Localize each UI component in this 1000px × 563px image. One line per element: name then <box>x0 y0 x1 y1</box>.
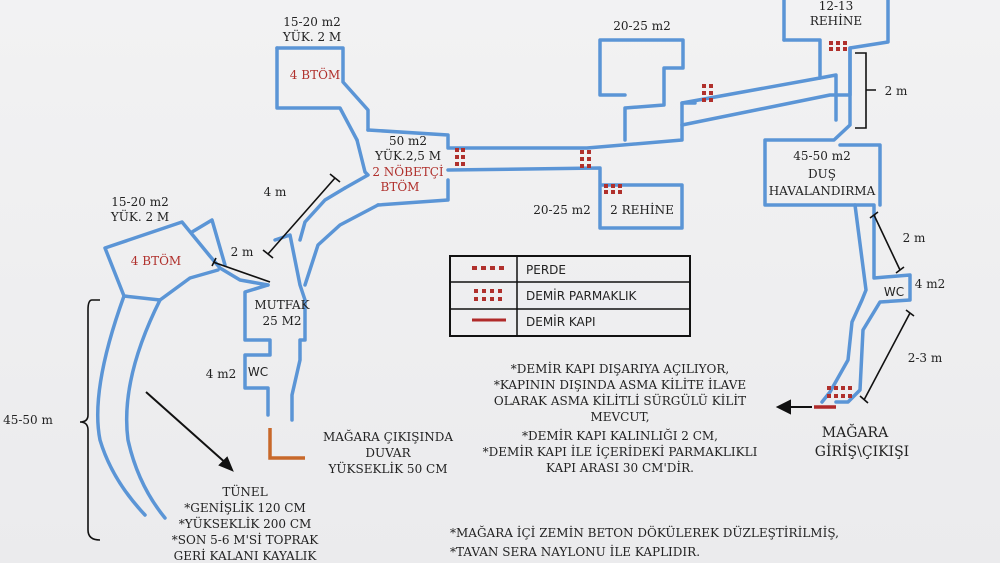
exit-wall-line-3: YÜKSEKLİK 50 CM <box>328 460 448 476</box>
room-nobetci-wall-3 <box>376 178 450 207</box>
rehine-mid-name: 2 REHİNE <box>610 202 674 217</box>
dim-2m-top-right: 2 m <box>885 84 908 98</box>
btom-left-name: 4 BTÖM <box>131 252 181 268</box>
dim-2-3m: 2-3 m <box>908 351 943 365</box>
corridor-left-cut <box>190 218 227 267</box>
labels: 15-20 m2 YÜK. 2 M 4 BTÖM 50 m2 YÜK.2,5 M… <box>3 0 945 427</box>
btom-top-size: 15-20 m2 <box>283 15 340 29</box>
legend-parmaklik-label: DEMİR PARMAKLIK <box>526 288 638 303</box>
dim-2-3m-line <box>859 309 915 404</box>
nobetci-name-1: 2 NÖBETÇİ <box>372 163 444 179</box>
corridor-lower-wall <box>446 166 684 230</box>
tunnel-arrow <box>145 391 229 466</box>
marker-nobetci <box>455 148 465 166</box>
rehine-mid-size: 20-25 m2 <box>533 203 590 217</box>
tunnel-line-2: *GENİŞLİK 120 CM <box>184 500 305 515</box>
legend-parmaklik-swatch <box>474 289 502 301</box>
mutfak-name: MUTFAK <box>254 298 310 312</box>
dim-2m-left: 2 m <box>231 245 254 259</box>
arrows <box>145 391 812 472</box>
tunnel-top <box>122 268 220 302</box>
wc-left-size: 4 m2 <box>206 367 236 381</box>
rehine-top-size: 12-13 <box>819 0 854 13</box>
perde-markers <box>455 41 852 398</box>
corridor-upper-room <box>598 38 685 142</box>
btom-top-name: 4 BTÖM <box>290 66 340 82</box>
floor-note-1: *MAĞARA İÇİ ZEMİN BETON DÖKÜLEREK DÜZLEŞ… <box>450 524 839 540</box>
exit-wall-line-1: MAĞARA ÇIKIŞINDA <box>323 428 453 444</box>
dus-name-2: HAVALANDIRMA <box>769 184 876 198</box>
dus-size: 45-50 m2 <box>793 149 850 163</box>
legend-kapi-label: DEMİR KAPI <box>526 314 596 329</box>
legend: PERDE DEMİR PARMAKLIK DEMİR KAPI <box>449 255 691 337</box>
dim-2m-left-line <box>211 257 271 283</box>
corridor-descend-2 <box>818 73 882 404</box>
legend-perde-swatch <box>472 266 504 270</box>
note-right-2: *KAPININ DIŞINDA ASMA KİLİTE İLAVE <box>494 377 746 392</box>
btom-top-height: YÜK. 2 M <box>282 28 341 44</box>
floor-notes: *MAĞARA İÇİ ZEMİN BETON DÖKÜLEREK DÜZLEŞ… <box>450 524 839 559</box>
note-right-4: MEVCUT, <box>590 410 649 424</box>
tunnel-outer <box>95 294 147 517</box>
dim-45-50m: 45-50 m <box>3 413 53 427</box>
nobetci-height: YÜK.2,5 M <box>374 147 441 163</box>
note-right-7: KAPI ARASI 30 CM'DİR. <box>546 460 694 475</box>
dim-2m-right: 2 m <box>903 231 926 245</box>
room-mutfak <box>243 233 307 422</box>
dim-2m-right-line <box>869 211 905 274</box>
tunnel-line-1: TÜNEL <box>222 483 267 499</box>
dim-2m-top-right-line <box>855 52 876 129</box>
room-btom-left <box>103 220 270 298</box>
wc-left-name: WC <box>248 365 268 379</box>
floor-note-2: *TAVAN SERA NAYLONU İLE KAPLIDIR. <box>450 544 700 559</box>
marker-upper <box>702 84 713 102</box>
room-btom-top-wall <box>275 46 370 132</box>
dimension-lines <box>79 52 915 541</box>
nobetci-name-2: BTÖM <box>381 178 420 194</box>
room-nobetci-wall-2 <box>343 138 370 190</box>
dus-name-1: DUŞ <box>808 167 836 181</box>
marker-rehine-top <box>829 41 847 51</box>
btom-left-size: 15-20 m2 <box>111 195 168 209</box>
tunnel-arrowhead <box>218 456 234 472</box>
tunnel-notes: TÜNEL *GENİŞLİK 120 CM *YÜKSEKLİK 200 CM… <box>172 483 319 563</box>
notes-right: *DEMİR KAPI DIŞARIYA AÇILIYOR, *KAPININ … <box>483 361 758 475</box>
wc-right-name: WC <box>884 285 904 299</box>
marker-rehine-mid <box>604 184 622 194</box>
nobetci-size: 50 m2 <box>389 134 427 148</box>
btom-left-height: YÜK. 2 M <box>110 208 169 224</box>
mutfak-size: 25 M2 <box>262 314 301 328</box>
entrance-line-2: GİRİŞ\ÇIKIŞI <box>815 442 909 460</box>
marker-corridor <box>580 150 591 168</box>
room-btom-top-wall-2 <box>275 46 359 142</box>
dim-45-50m-bracket <box>79 299 101 541</box>
tunnel-inner <box>124 298 167 520</box>
dim-4m: 4 m <box>264 185 287 199</box>
note-right-1: *DEMİR KAPI DIŞARIYA AÇILIYOR, <box>511 361 729 376</box>
tunnel-line-4: *SON 5-6 M'Sİ TOPRAK <box>172 532 319 547</box>
cave-walls <box>95 0 912 520</box>
note-right-6: *DEMİR KAPI İLE İÇERİDEKİ PARMAKLIKLI <box>483 444 758 459</box>
corridor-nobetci-to-mutfak <box>298 186 380 287</box>
tunnel-line-3: *YÜKSEKLİK 200 CM <box>179 515 312 531</box>
dim-4m-line <box>262 173 341 259</box>
upper-room-size: 20-25 m2 <box>613 19 670 33</box>
exit-orange-wall <box>268 428 305 460</box>
legend-perde-label: PERDE <box>526 263 566 277</box>
wc-right-size: 4 m2 <box>915 277 945 291</box>
tunnel-line-5: GERİ KALANI KAYALIK <box>174 548 318 563</box>
exit-wall-line-2: DUVAR <box>365 446 411 460</box>
note-right-3: OLARAK ASMA KİLİTLİ SÜRGÜLÜ KİLİT <box>494 392 746 408</box>
note-right-5: *DEMİR KAPI KALINLIĞI 2 CM, <box>522 427 718 443</box>
rehine-top-name: REHİNE <box>810 13 862 28</box>
entrance-line-1: MAĞARA <box>822 423 889 441</box>
corridor-descend <box>763 46 912 404</box>
entrance-arrowhead <box>775 399 791 415</box>
marker-entrance <box>827 386 852 398</box>
room-nobetci-wall-1 <box>366 38 822 150</box>
